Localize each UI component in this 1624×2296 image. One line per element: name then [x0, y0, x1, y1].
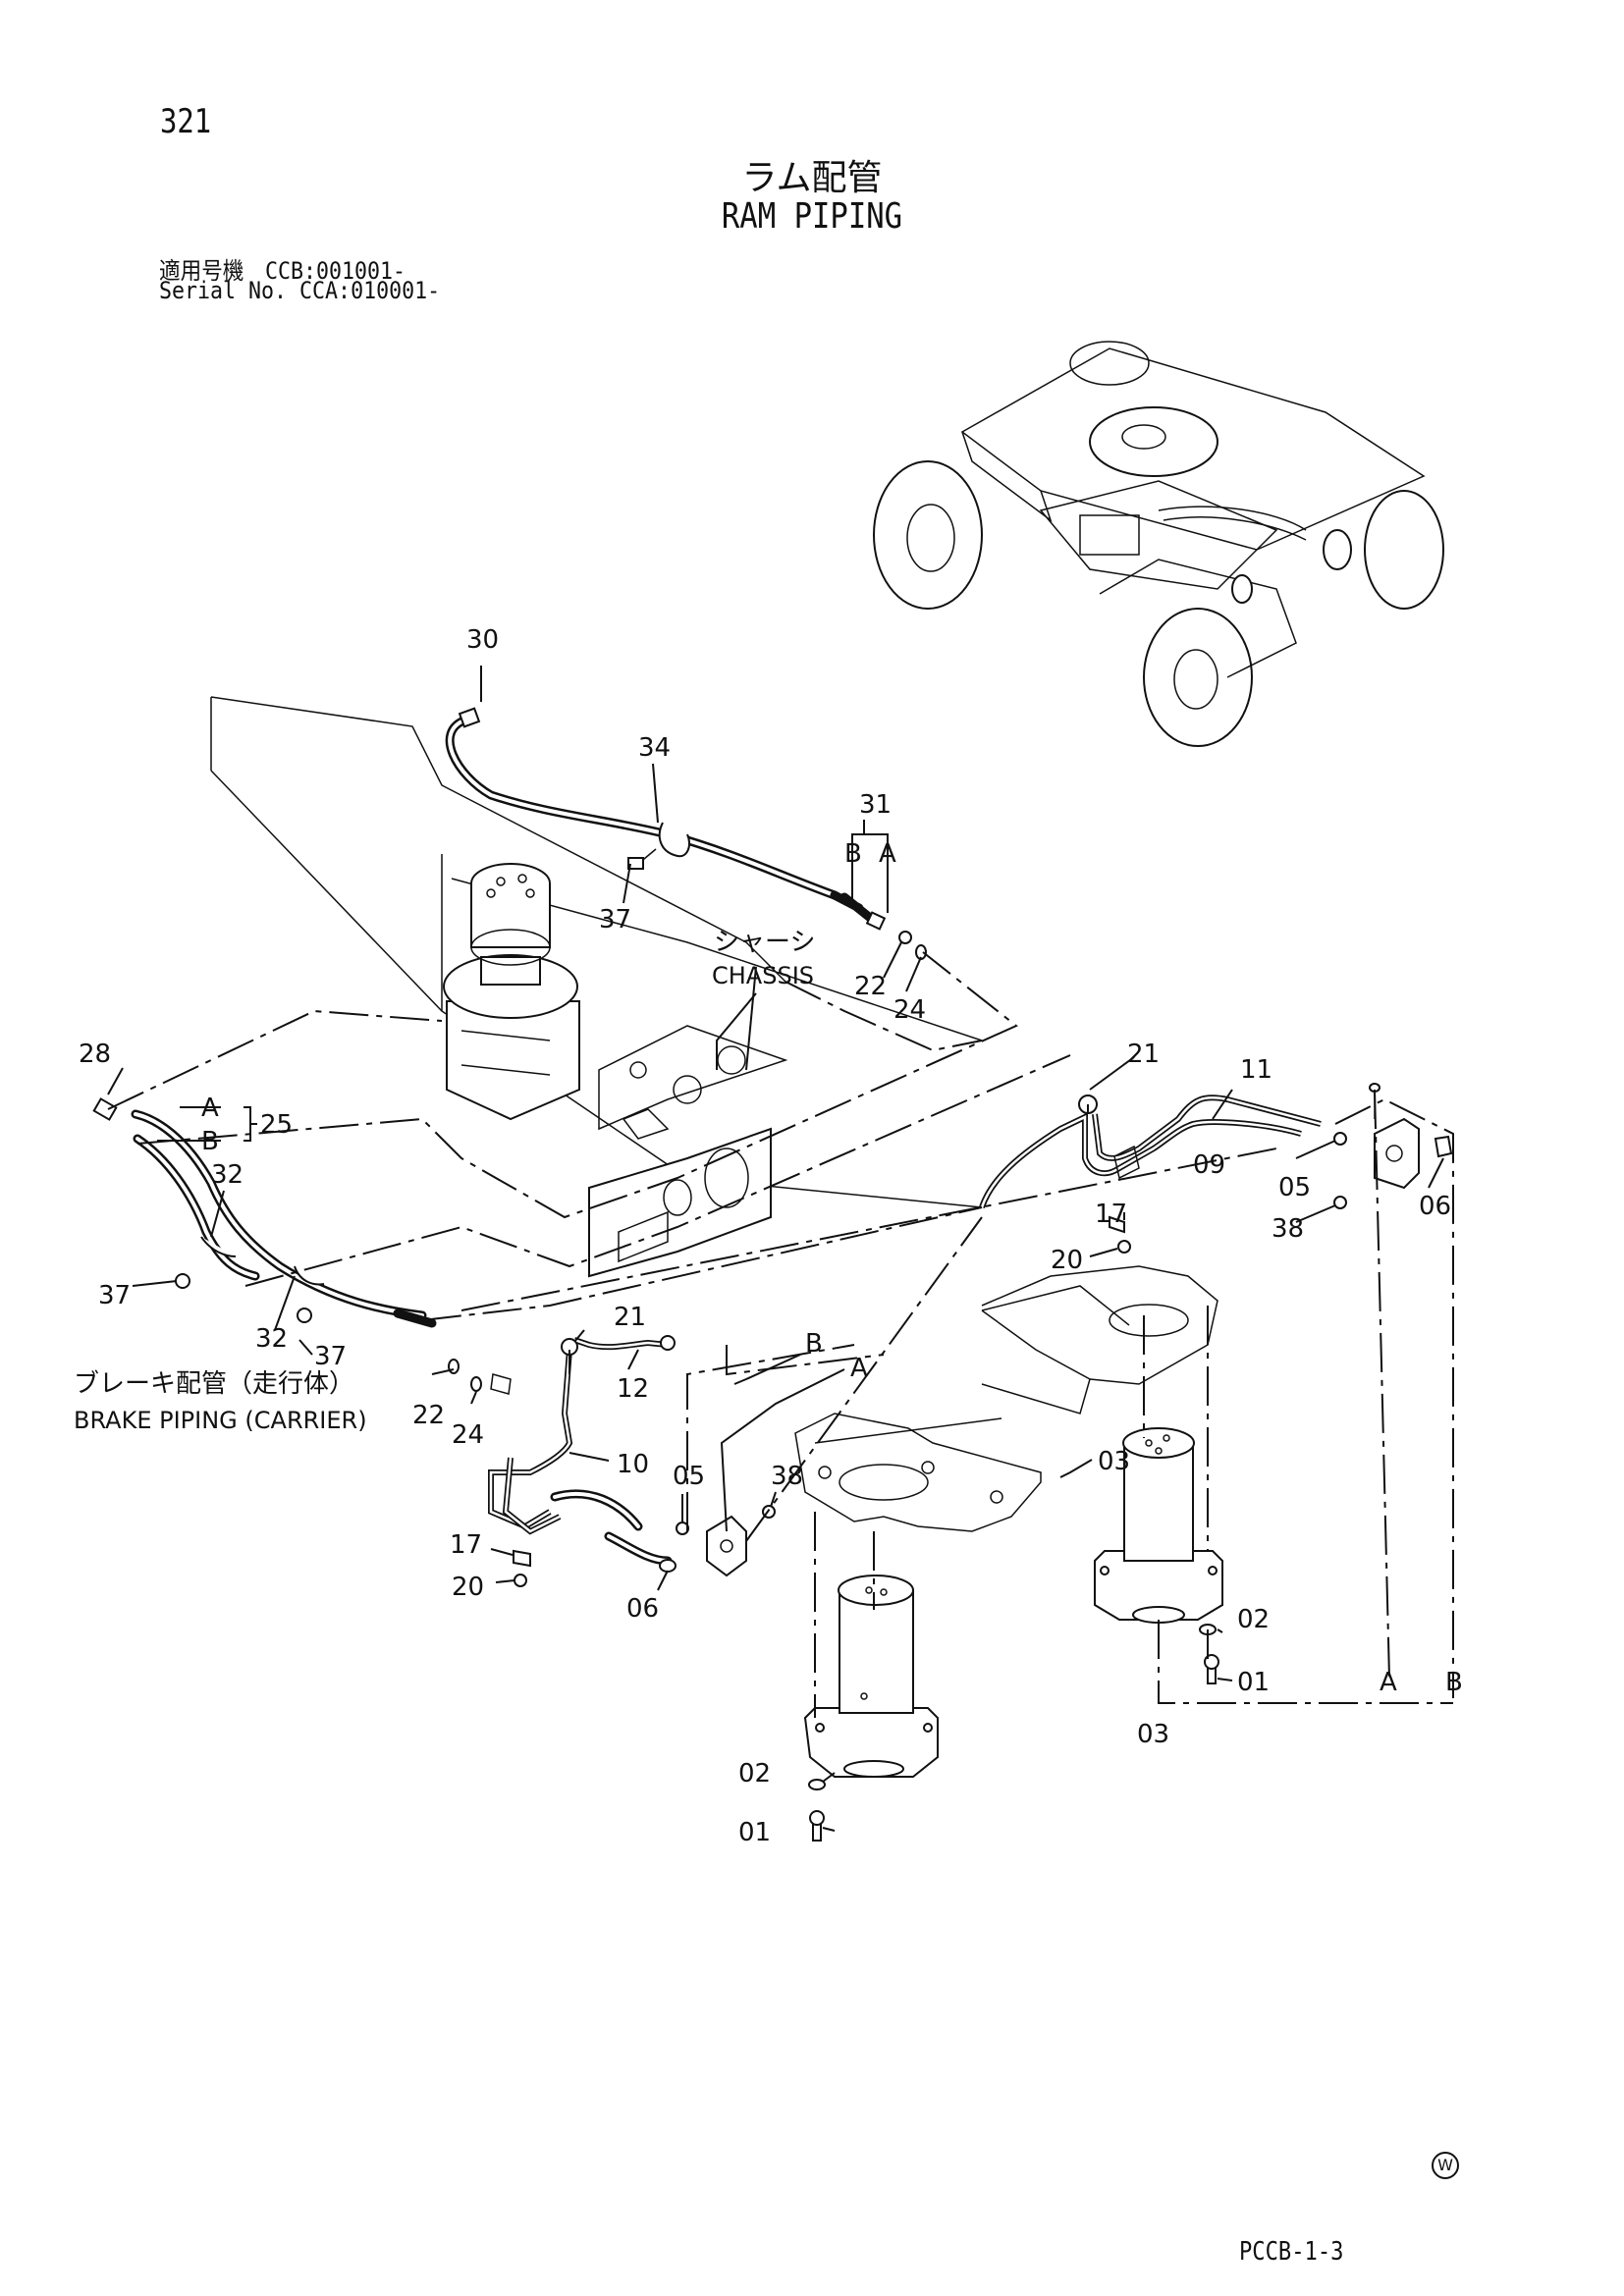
connection-lines	[107, 951, 1454, 1718]
swivel-joint	[443, 863, 580, 1121]
brake-ram-left	[794, 1413, 1042, 1842]
callout-03-top: 03	[1098, 1447, 1130, 1476]
callout-02-right: 02	[1237, 1605, 1270, 1634]
ref-a-mid: A	[850, 1354, 868, 1383]
ref-b-right: B	[1445, 1668, 1463, 1697]
title-english: RAM PIPING	[721, 196, 903, 237]
callout-30: 30	[466, 625, 499, 655]
callout-06-right: 06	[1419, 1192, 1451, 1221]
callout-17-left: 17	[450, 1530, 482, 1560]
page-number: 321	[160, 102, 212, 141]
pipe-assembly-right	[979, 1083, 1453, 1254]
clamp-34	[627, 822, 690, 870]
title-japanese: ラム配管	[741, 158, 883, 198]
serial-line-2: Serial No. CCA:010001-	[159, 277, 441, 304]
callout-20-left: 20	[452, 1573, 484, 1602]
callout-25-b: B	[201, 1127, 219, 1156]
callout-31: 31	[859, 790, 892, 820]
callout-31-a: A	[879, 839, 896, 869]
brake-hoses-carrier	[92, 1097, 482, 1392]
hydraulic-hose-30-31	[445, 707, 927, 960]
callout-22-top: 22	[854, 972, 887, 1001]
callout-01-right: 01	[1237, 1668, 1270, 1697]
carrier-overview-illustration	[873, 341, 1444, 747]
callout-12: 12	[617, 1374, 649, 1404]
brake-ram-right	[1094, 1427, 1223, 1684]
callout-34: 34	[638, 733, 671, 763]
callout-24-top: 24	[893, 995, 926, 1025]
callout-06-left: 06	[626, 1594, 659, 1624]
callout-37-top: 37	[599, 905, 631, 934]
part-callouts: 30 34 31 B A 37 22 24 28 A B 25 32 37 32…	[79, 625, 1463, 1847]
callout-03-bottom: 03	[1137, 1720, 1169, 1749]
callout-21-right: 21	[1127, 1040, 1160, 1069]
area-labels: シャーシ CHASSIS ブレーキ配管（走行体） BRAKE PIPING (C…	[74, 928, 815, 1434]
callout-25-a: A	[201, 1094, 219, 1123]
serial-line-1: 適用号機 CCB:001001-	[159, 257, 406, 285]
pipe-assembly-left	[488, 1335, 776, 1587]
callout-37-left: 37	[98, 1281, 131, 1310]
chassis-label-en: CHASSIS	[712, 962, 814, 989]
callout-05-left: 05	[673, 1462, 705, 1491]
callout-22-mid: 22	[412, 1401, 445, 1430]
callout-37-mid: 37	[314, 1342, 347, 1371]
callout-09: 09	[1193, 1150, 1225, 1180]
callout-21-left: 21	[614, 1303, 646, 1332]
callout-31-b: B	[844, 839, 862, 869]
callout-05-right: 05	[1278, 1173, 1311, 1202]
callout-02-left: 02	[738, 1759, 771, 1789]
document-id: PCCB-1-3	[1239, 2237, 1344, 2267]
callout-24-mid: 24	[452, 1420, 484, 1450]
callout-32-mid: 32	[255, 1324, 288, 1354]
chassis-label-jp: シャーシ	[714, 928, 815, 957]
callout-17-right: 17	[1095, 1200, 1127, 1229]
brake-piping-label-en: BRAKE PIPING (CARRIER)	[74, 1407, 367, 1434]
chassis-bracket	[588, 1127, 772, 1278]
watermark-circled-letter: W	[1432, 2152, 1459, 2179]
brake-piping-label-jp: ブレーキ配管（走行体）	[74, 1369, 354, 1399]
callout-20-right: 20	[1051, 1246, 1083, 1275]
callout-25: 25	[260, 1110, 293, 1140]
callout-38-right: 38	[1272, 1214, 1304, 1244]
ref-a-right: A	[1380, 1668, 1397, 1697]
ref-b-mid: B	[805, 1329, 823, 1359]
leader-lines	[107, 666, 1444, 1832]
callout-10: 10	[617, 1450, 649, 1479]
callout-11: 11	[1240, 1055, 1272, 1085]
callout-38-left: 38	[771, 1462, 803, 1491]
callout-32-top: 32	[211, 1160, 244, 1190]
callout-01-left: 01	[738, 1818, 771, 1847]
callout-28: 28	[79, 1040, 111, 1069]
